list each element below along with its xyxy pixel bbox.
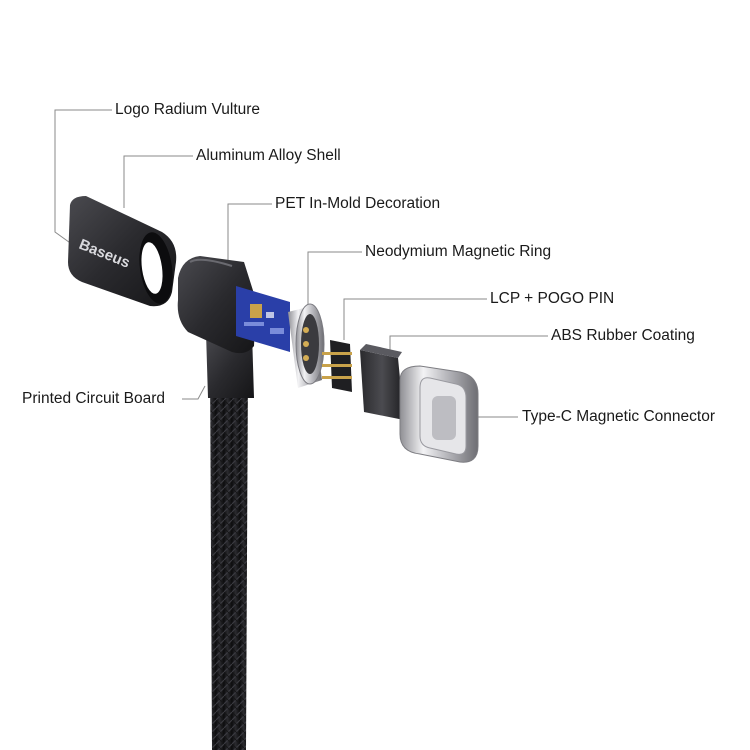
leader-shell	[123, 155, 193, 208]
aluminum-shell-cap: Baseus	[68, 196, 177, 307]
pogo-pin-block	[322, 340, 352, 392]
printed-circuit-board	[236, 286, 290, 352]
leader-pet	[227, 203, 272, 268]
callout-logo-radium-vulture: Logo Radium Vulture	[115, 101, 261, 118]
leader-lines	[54, 109, 548, 418]
callout-aluminum-alloy-shell: Aluminum Alloy Shell	[196, 147, 341, 164]
leader-lcp	[343, 298, 487, 340]
callout-lcp-pogo-pin: LCP + POGO PIN	[490, 290, 615, 307]
leader-abs	[389, 335, 548, 356]
leader-magnet	[307, 251, 362, 306]
callout-neodymium-magnetic-ring: Neodymium Magnetic Ring	[365, 243, 552, 260]
magnetic-ring	[288, 303, 325, 388]
leader-pcb	[182, 385, 206, 400]
callout-pet-in-mold-decoration: PET In-Mold Decoration	[275, 195, 441, 212]
callout-abs-rubber-coating: ABS Rubber Coating	[551, 327, 695, 344]
leader-logo	[54, 109, 112, 251]
callout-printed-circuit-board: Printed Circuit Board	[22, 390, 166, 407]
callout-type-c-magnetic-connector: Type-C Magnetic Connector	[522, 408, 715, 425]
abs-rubber-coating	[360, 344, 404, 420]
braided-cable	[210, 360, 248, 750]
type-c-connector	[399, 365, 479, 463]
